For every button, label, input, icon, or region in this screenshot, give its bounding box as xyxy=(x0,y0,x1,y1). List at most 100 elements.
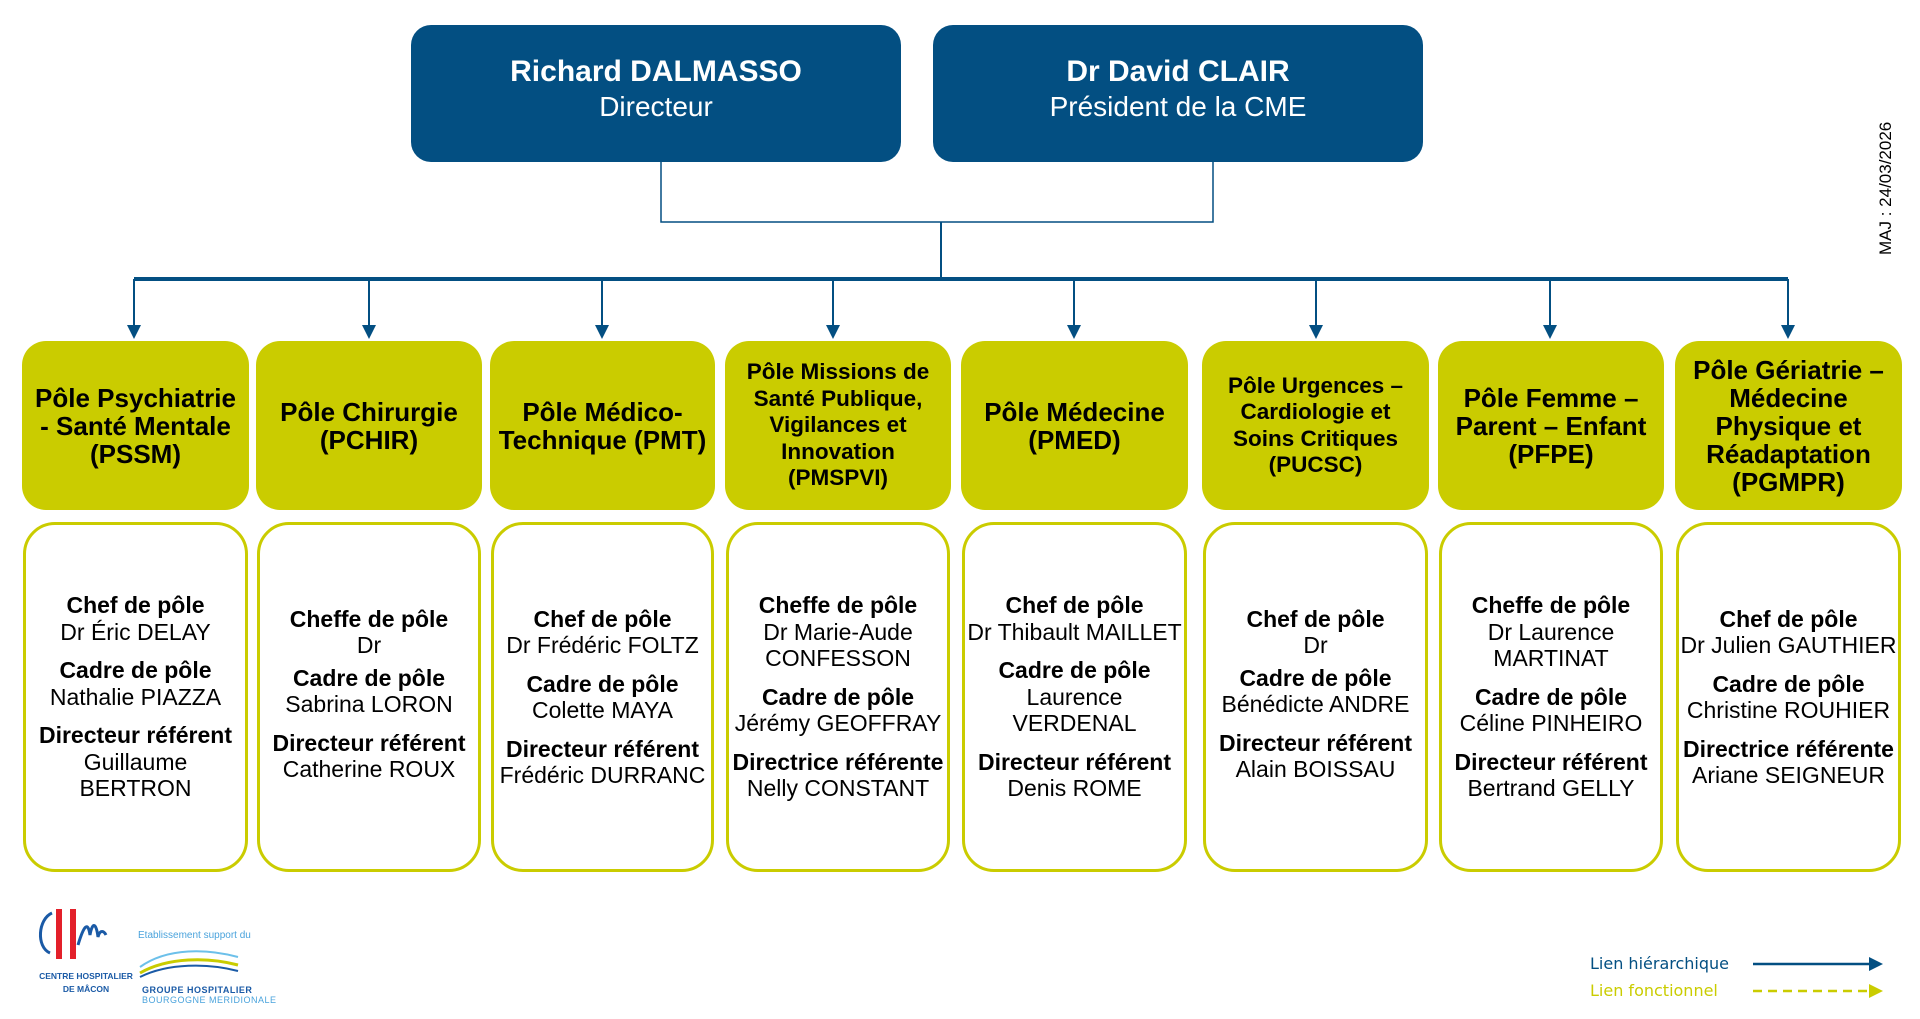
role-holder-name: Dr Thibault MAILLET xyxy=(967,618,1182,645)
role-label: Cadre de pôle xyxy=(292,664,446,691)
role-label: Chef de pôle xyxy=(1246,605,1385,632)
cme-president-name: Dr David CLAIR xyxy=(1066,54,1290,88)
group-name-line2: BOURGOGNE MERIDIONALE xyxy=(142,995,277,1005)
pole-title: Pôle Urgences – Cardiologie et Soins Cri… xyxy=(1227,372,1404,478)
role-label: Directrice référente xyxy=(732,748,944,775)
role-label: Cadre de pôle xyxy=(1712,670,1865,697)
role-holder-name: Nathalie PIAZZA xyxy=(49,683,222,710)
role-holder-name: Laurence VERDENAL xyxy=(1012,683,1137,737)
role-holder-name: Dr Laurence MARTINAT xyxy=(1487,618,1615,672)
role-label: Directeur référent xyxy=(1454,748,1648,775)
role-holder-name: Dr Éric DELAY xyxy=(60,618,211,645)
pole-header-pucsc: Pôle Urgences – Cardiologie et Soins Cri… xyxy=(1202,341,1429,510)
role-label: Cadre de pôle xyxy=(526,670,679,697)
role-holder-name: Christine ROUHIER xyxy=(1686,697,1891,723)
role-holder-name: Colette MAYA xyxy=(531,697,674,723)
role-holder-name: Guillaume BERTRON xyxy=(79,748,192,802)
pole-title: Pôle Psychiatrie - Santé Mentale (PSSM) xyxy=(35,382,236,469)
support-text: Etablissement support du xyxy=(138,930,251,941)
chm-logo-icon xyxy=(39,909,108,959)
role-holder-name: Nelly CONSTANT xyxy=(746,775,930,802)
arrowhead-icon xyxy=(1543,325,1557,339)
pole-title: Pôle Missions de Santé Publique, Vigilan… xyxy=(746,359,930,491)
legend-hierarchical: Lien hiérarchique xyxy=(1590,950,1890,977)
hospital-name-line2: DE MÂCON xyxy=(62,984,110,994)
director-role: Directeur xyxy=(599,90,713,122)
legend: Lien hiérarchique Lien fonctionnel xyxy=(1590,950,1890,1004)
pole-title: Pôle Chirurgie (PCHIR) xyxy=(280,396,458,455)
pole-header-pchir: Pôle Chirurgie (PCHIR) xyxy=(256,341,482,510)
arrowhead-icon xyxy=(127,325,141,339)
role-label: Cadre de pôle xyxy=(761,683,915,710)
legend-hierarchical-label: Lien hiérarchique xyxy=(1590,954,1729,973)
pole-title: Pôle Femme – Parent – Enfant (PFPE) xyxy=(1455,382,1647,469)
role-holder-name: Céline PINHEIRO xyxy=(1459,710,1643,737)
role-holder-name: Denis ROME xyxy=(1007,775,1142,802)
pole-header-pmt: Pôle Médico-Technique (PMT) xyxy=(490,341,715,510)
role-holder-name: Alain BOISSAU xyxy=(1235,756,1396,782)
role-label: Cheffe de pôle xyxy=(1471,592,1631,619)
role-holder-name: Dr Frédéric FOLTZ xyxy=(506,632,699,658)
role-label: Directeur référent xyxy=(272,729,466,756)
arrowhead-icon xyxy=(1067,325,1081,339)
legend-functional: Lien fonctionnel xyxy=(1590,977,1890,1004)
hospital-logo: CENTRE HOSPITALIER DE MÂCON Etablissemen… xyxy=(30,905,290,1005)
pole-title: Pôle Médico-Technique (PMT) xyxy=(498,396,707,455)
role-holder-name: Bertrand GELLY xyxy=(1467,775,1635,802)
role-holder-name: Bénédicte ANDRE xyxy=(1221,691,1410,717)
role-label: Directeur référent xyxy=(38,722,233,749)
arrowhead-icon xyxy=(362,325,376,339)
legend-functional-label: Lien fonctionnel xyxy=(1590,981,1718,1000)
pole-title: Pôle Médecine (PMED) xyxy=(984,396,1165,455)
role-label: Chef de pôle xyxy=(533,605,672,632)
leaders-join-line xyxy=(660,162,1214,223)
role-label: Cadre de pôle xyxy=(998,657,1151,684)
role-label: Cadre de pôle xyxy=(1474,683,1628,710)
role-holder-name: Dr xyxy=(1303,632,1328,658)
arrowhead-icon xyxy=(1781,325,1795,339)
role-holder-name: Dr xyxy=(356,632,382,658)
pole-header-pssm: Pôle Psychiatrie - Santé Mentale (PSSM) xyxy=(22,341,249,510)
role-label: Cheffe de pôle xyxy=(758,592,918,619)
arrowhead-icon xyxy=(826,325,840,339)
hospital-name-line1: CENTRE HOSPITALIER xyxy=(39,971,133,981)
cme-president-role: Président de la CME xyxy=(1049,90,1307,122)
role-label: Chef de pôle xyxy=(1005,592,1144,619)
role-label: Directrice référente xyxy=(1683,735,1894,762)
role-label: Cheffe de pôle xyxy=(289,605,449,632)
role-label: Directeur référent xyxy=(977,748,1172,775)
role-holder-name: Dr Julien GAUTHIER xyxy=(1680,632,1897,658)
director-box: Richard DALMASSO Directeur xyxy=(411,25,901,162)
pole-header-pmspvi: Pôle Missions de Santé Publique, Vigilan… xyxy=(725,341,951,510)
role-label: Cadre de pôle xyxy=(1239,664,1392,691)
role-holder-name: Catherine ROUX xyxy=(282,756,456,782)
pole-header-pmed: Pôle Médecine (PMED) xyxy=(961,341,1188,510)
pole-header-pfpe: Pôle Femme – Parent – Enfant (PFPE) xyxy=(1438,341,1664,510)
role-label: Directeur référent xyxy=(1218,729,1413,756)
role-label: Chef de pôle xyxy=(1719,605,1858,632)
